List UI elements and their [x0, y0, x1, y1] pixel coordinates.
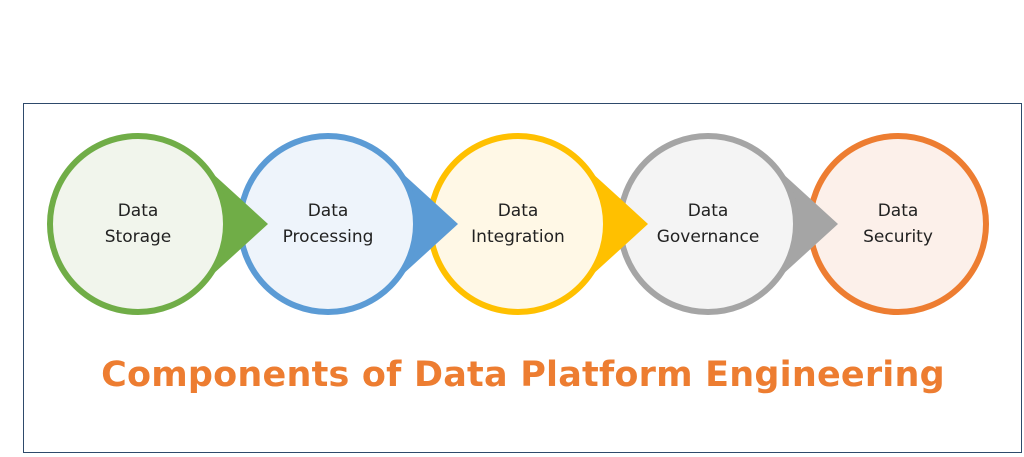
component-label-line1: Data: [687, 201, 729, 221]
component-label-line1: Data: [877, 201, 919, 221]
diagram-title: Components of Data Platform Engineering: [101, 355, 945, 395]
component-label-line1: Data: [497, 201, 539, 221]
component-label-line2: Governance: [656, 227, 760, 247]
component-label-line2: Integration: [471, 227, 565, 247]
component-node-storage: [47, 133, 268, 315]
component-label-line2: Storage: [104, 227, 172, 247]
component-node-integration: [427, 133, 648, 315]
component-label-line2: Security: [863, 227, 933, 247]
component-circle: [47, 133, 229, 315]
component-label-line1: Data: [117, 201, 159, 221]
component-label-line2: Processing: [282, 227, 374, 247]
component-label-line1: Data: [307, 201, 349, 221]
